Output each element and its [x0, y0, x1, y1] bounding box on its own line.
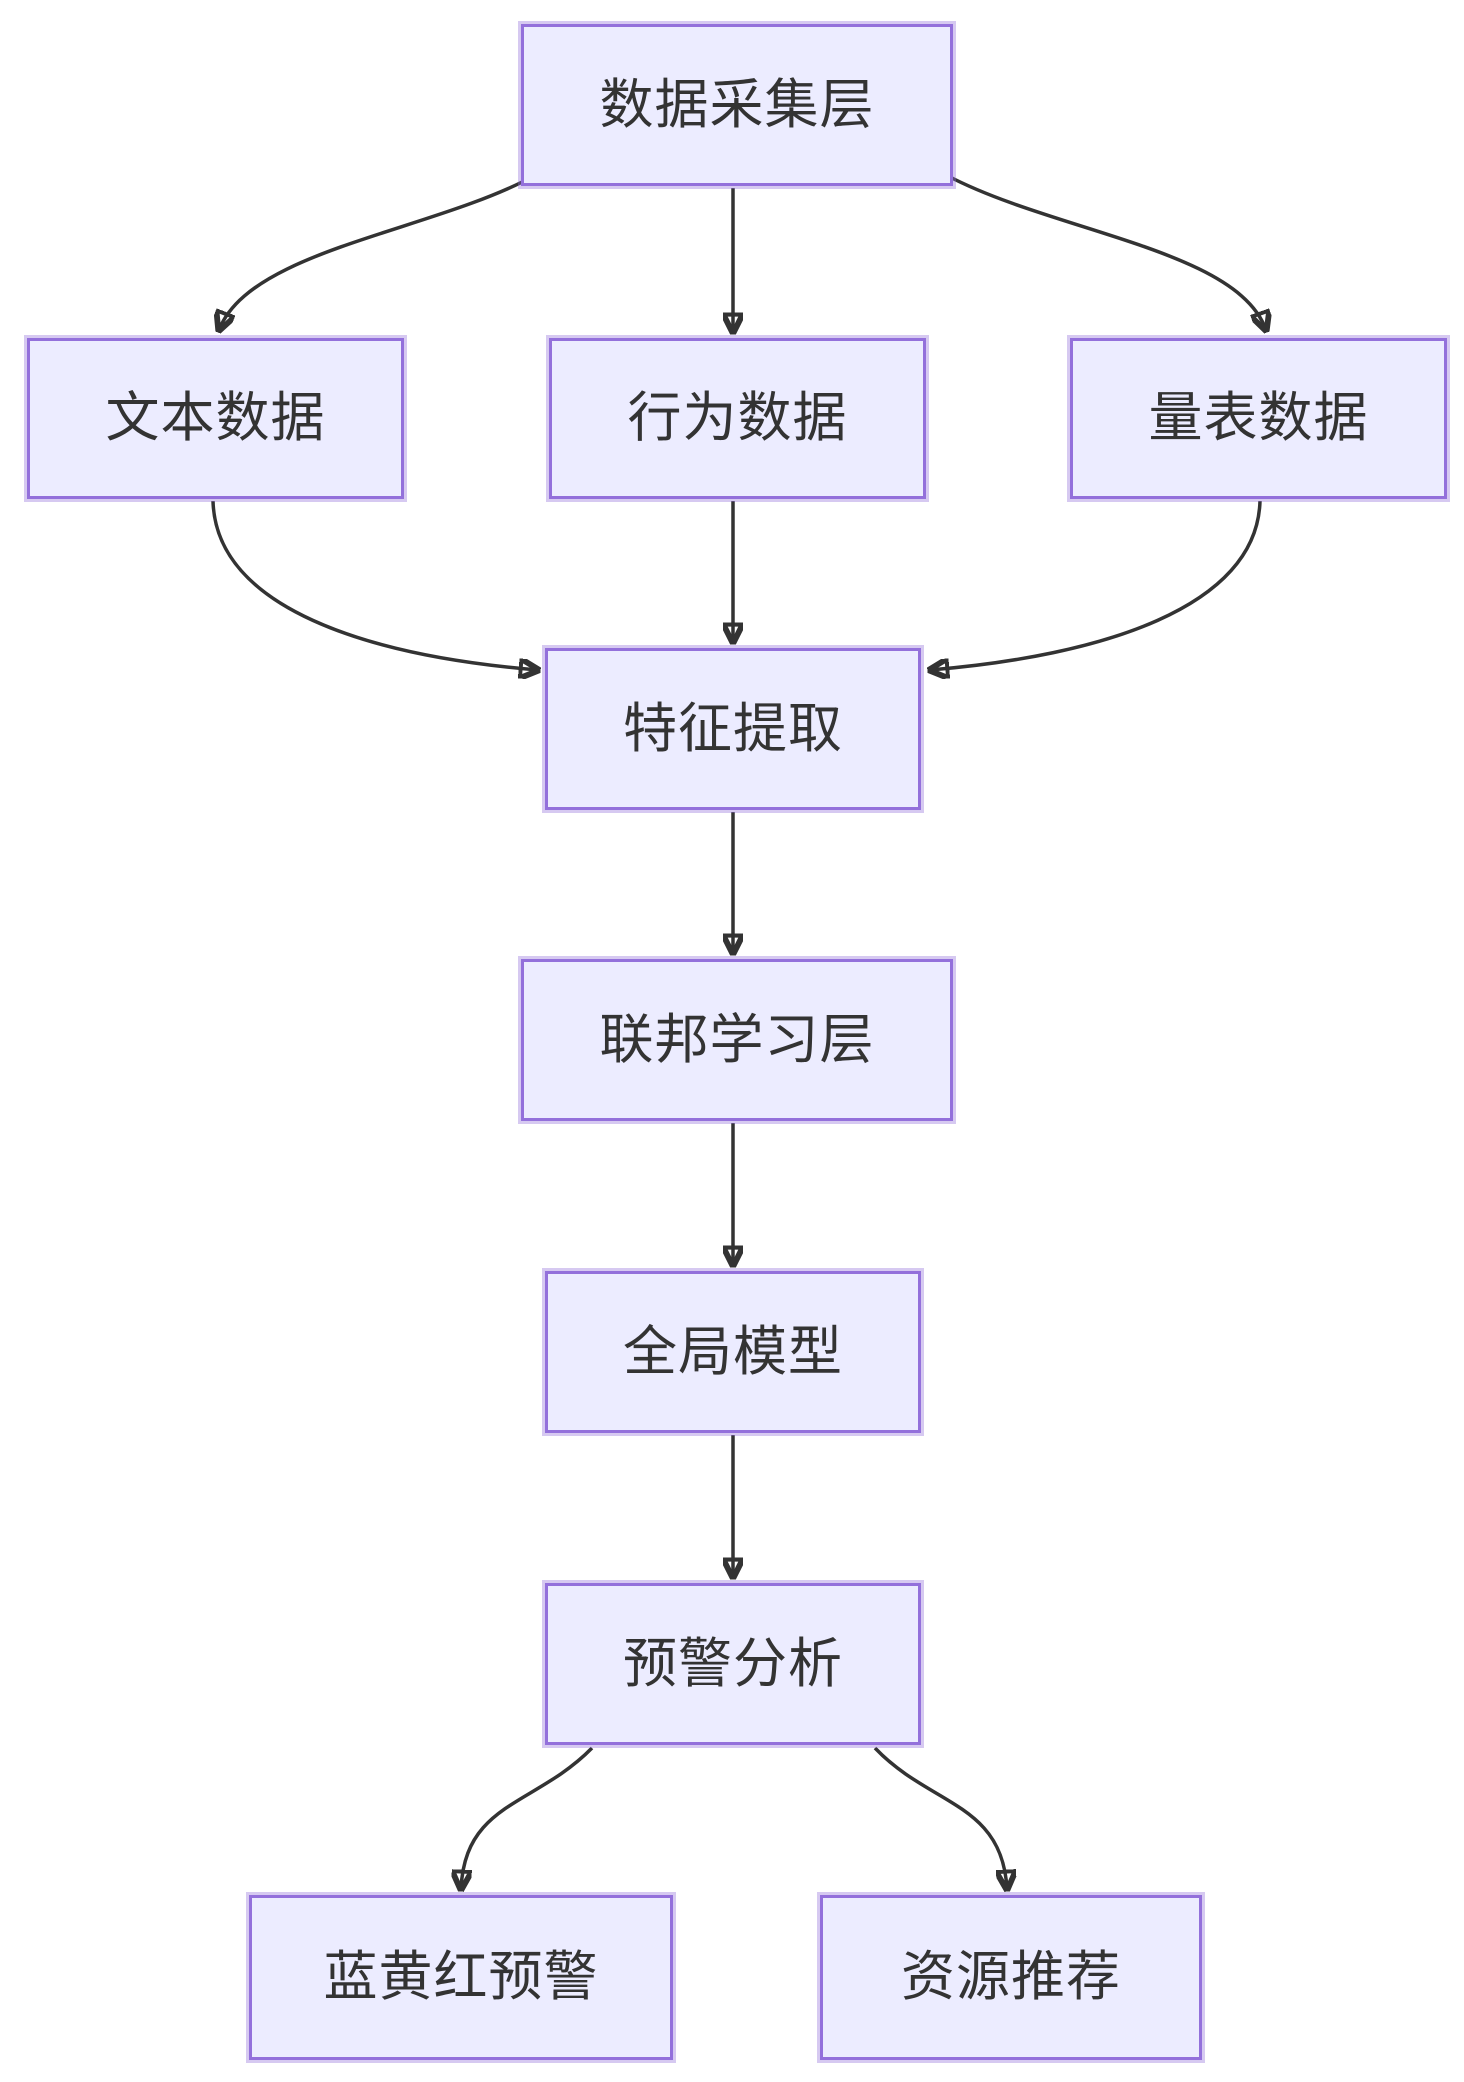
edge-data-collection-to-text-data	[219, 174, 535, 330]
node-label: 文本数据	[105, 388, 326, 449]
edge-text-data-to-feature-extraction	[211, 500, 538, 670]
edge-data-collection-to-scale-data	[947, 174, 1266, 330]
node-global-model: 全局模型	[545, 1271, 921, 1433]
edge-scale-data-to-feature-extraction	[930, 500, 1262, 670]
node-behavior-data: 行为数据	[549, 338, 926, 499]
node-federated-learning-layer: 联邦学习层	[521, 959, 953, 1121]
node-label: 蓝黄红预警	[323, 1947, 599, 2008]
node-text-data: 文本数据	[27, 338, 404, 499]
node-resource-recommendation: 资源推荐	[820, 1895, 1202, 2060]
node-scale-data: 量表数据	[1070, 338, 1447, 499]
node-label: 资源推荐	[901, 1947, 1121, 2008]
node-label: 联邦学习层	[599, 1009, 875, 1070]
node-label: 量表数据	[1148, 388, 1369, 449]
edge-warning-analysis-to-blue-yellow-red-warning	[461, 1746, 594, 1889]
node-feature-extraction: 特征提取	[545, 648, 921, 810]
edge-warning-analysis-to-resource-recommendation	[873, 1746, 1007, 1889]
node-label: 特征提取	[623, 698, 843, 759]
node-label: 数据采集层	[599, 74, 875, 135]
node-data-collection-layer: 数据采集层	[521, 24, 953, 186]
node-label: 全局模型	[623, 1321, 843, 1382]
node-label: 行为数据	[627, 388, 848, 449]
node-label: 预警分析	[623, 1633, 843, 1694]
node-warning-analysis: 预警分析	[545, 1583, 921, 1745]
node-blue-yellow-red-warning: 蓝黄红预警	[249, 1895, 673, 2060]
